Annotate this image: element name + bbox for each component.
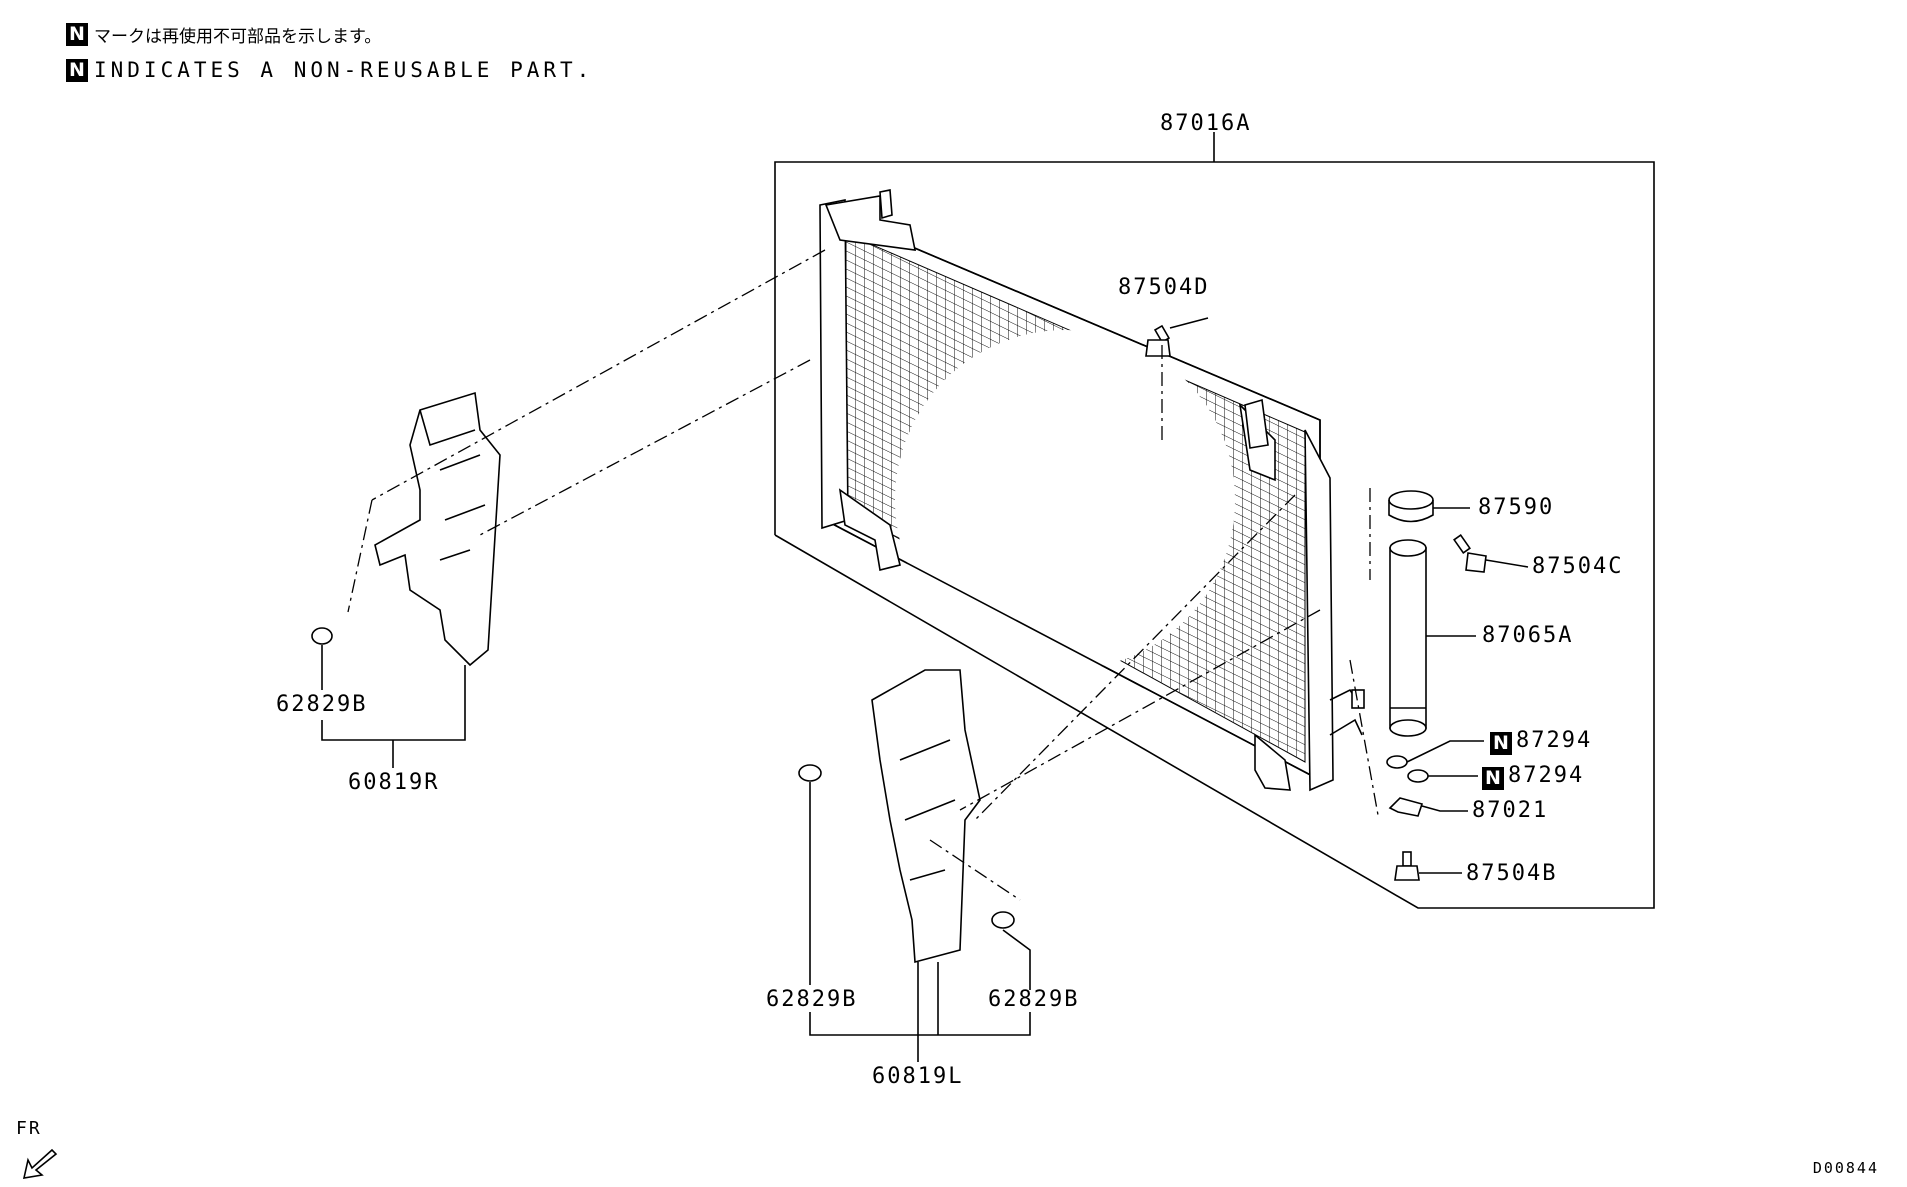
legend-en-text: INDICATES A NON-REUSABLE PART. — [94, 58, 594, 82]
right-air-duct — [311, 391, 501, 667]
label-bolt-bottom: 87504B — [1466, 861, 1558, 886]
label-right-duct: 60819R — [348, 770, 440, 795]
label-bracket: 87590 — [1478, 495, 1555, 520]
label-clip-left-duct-a: 62829B — [766, 987, 858, 1012]
assembly-outline — [774, 132, 1655, 909]
non-reusable-mark: N — [1482, 767, 1504, 790]
alignment-lines — [347, 249, 1379, 901]
legend-jp-text: マークは再使用不可部品を示します。 — [94, 27, 382, 47]
label-clip-left-duct-b: 62829B — [988, 987, 1080, 1012]
non-reusable-mark: N — [1490, 732, 1512, 755]
non-reusable-mark: N — [66, 23, 88, 46]
leader-lines — [321, 317, 1529, 1062]
left-air-duct — [798, 669, 1015, 964]
non-reusable-mark: N — [66, 58, 88, 82]
label-condenser-assy: 87016A — [1160, 111, 1252, 136]
label-bolt-top: 87504D — [1118, 275, 1210, 300]
label-receiver-tank: 87065A — [1482, 623, 1574, 648]
front-direction-arrow-icon — [22, 1148, 58, 1179]
label-left-duct: 60819L — [872, 1064, 964, 1089]
receiver-tank-group — [1145, 324, 1487, 881]
legend-en: N INDICATES A NON-REUSABLE PART. — [66, 58, 593, 82]
label-clip: 87021 — [1472, 798, 1549, 823]
label-clip-right-duct: 62829B — [276, 692, 368, 717]
diagram-code: D00844 — [1812, 1159, 1879, 1177]
condenser-core — [819, 189, 1365, 792]
label-bolt-bracket: 87504C — [1532, 554, 1624, 579]
legend-jp: N マークは再使用不可部品を示します。 — [66, 22, 381, 47]
front-direction-label: FR — [16, 1118, 42, 1139]
